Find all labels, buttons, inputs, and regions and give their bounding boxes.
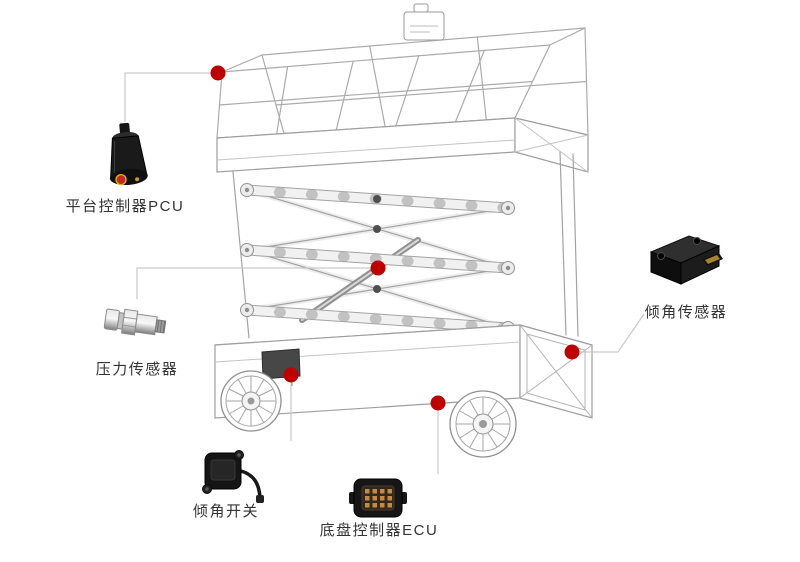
connector-line-tilt-sensor <box>572 313 645 353</box>
marker-pcu <box>210 65 226 81</box>
marker-tilt-sensor <box>564 344 580 360</box>
front-wheel <box>220 370 282 432</box>
tilt-sensor-product-image <box>641 226 727 299</box>
platform-control-box <box>403 3 445 41</box>
rear-wheel <box>449 390 517 458</box>
connector-line-pcu <box>124 72 218 122</box>
ecu-product-image <box>349 475 407 526</box>
marker-tilt-switch <box>283 367 299 383</box>
callout-label-tilt-switch: 倾角开关 <box>192 503 259 520</box>
callout-label-pressure-sensor: 压力传感器 <box>95 361 179 378</box>
callout-label-tilt-sensor: 倾角传感器 <box>644 304 728 321</box>
callout-label-pcu: 平台控制器PCU <box>65 198 185 215</box>
pcu-product-image <box>99 122 155 195</box>
callout-label-ecu: 底盘控制器ECU <box>319 522 439 539</box>
connector-line-pressure-sensor <box>136 267 378 299</box>
tilt-switch-product-image <box>195 443 265 510</box>
marker-pressure-sensor <box>370 260 386 276</box>
pressure-sensor-product-image <box>103 299 169 354</box>
marker-ecu <box>430 395 446 411</box>
